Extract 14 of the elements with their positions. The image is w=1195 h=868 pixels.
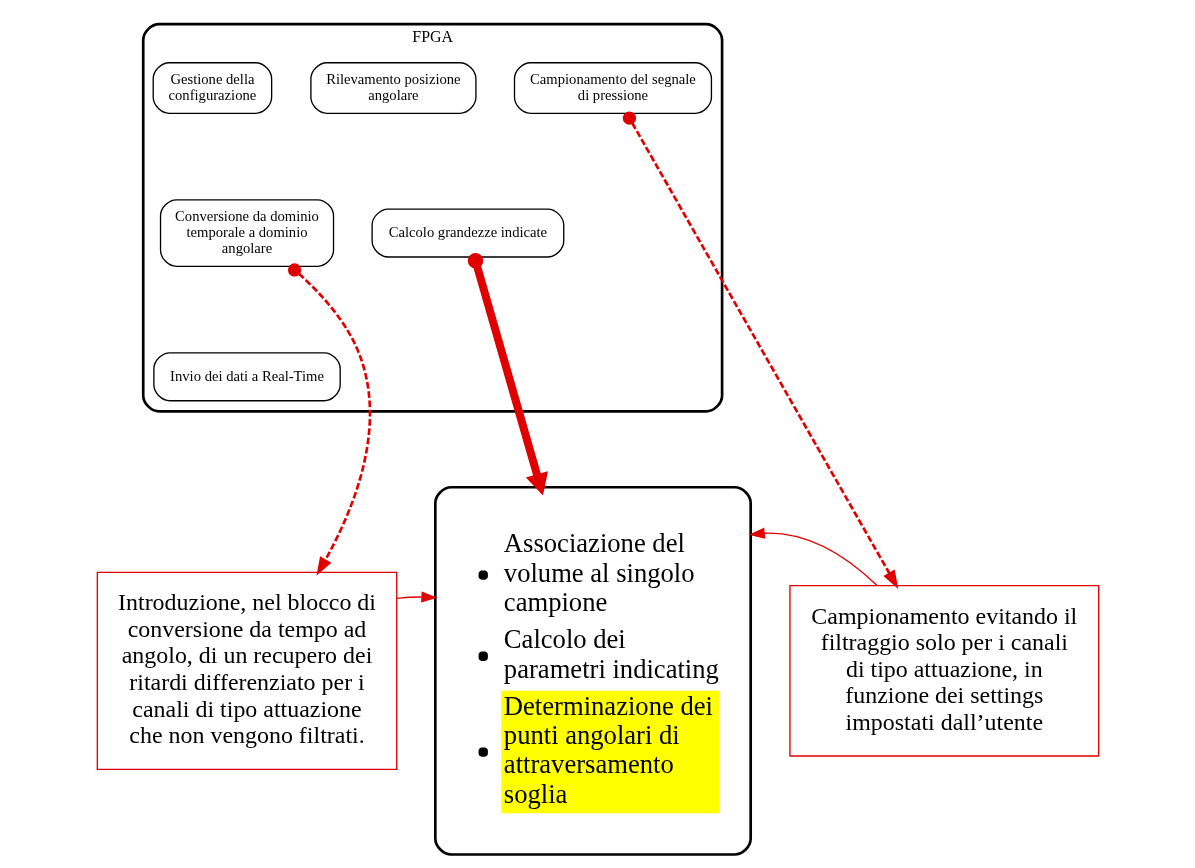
node-box: Invio dei dati a Real-Time <box>152 352 341 402</box>
node-box: Gestione della configurazione <box>152 62 272 114</box>
node-box: Calcolo grandezze indicate <box>370 208 564 258</box>
arrow <box>395 591 437 603</box>
arrow <box>287 263 371 576</box>
node-box: Campionamento evitando il filtraggio solo per i canali di tipo attuazione, in funzione dei settings impostati dall’utente <box>788 585 1099 757</box>
node-box: Introduzione, nel blocco di conversione da tempo ad angolo, di un recupero dei ritardi differenziato per i canali di tipo attuazione che non vengono filtrati. <box>96 571 397 770</box>
node-box: Campionamento del segnale di pressione <box>513 62 712 114</box>
node-box: Rilevamento posizione angolare <box>309 62 477 114</box>
arrow <box>748 527 878 587</box>
arrow <box>622 111 898 589</box>
node-box: Conversione da dominio temporale a dominio angolare <box>159 199 334 267</box>
node-box: Associazione del volume al singolo campione Calcolo dei parametri indicating Determinazione dei punti angolari di attraversamento soglia <box>433 485 752 856</box>
arrow <box>467 253 548 496</box>
